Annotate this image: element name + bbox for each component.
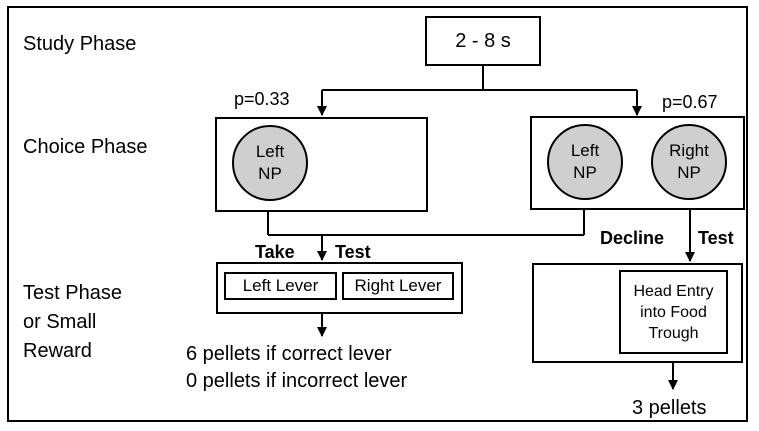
study-phase-label: Study Phase [23, 33, 137, 55]
study-duration-text: 2 - 8 s [455, 29, 511, 52]
left-nose-poke: Left NP [232, 125, 308, 201]
left-test-label: Test [335, 242, 371, 262]
test-phase-label-line1: Test Phase [23, 282, 122, 304]
diagram-frame [7, 6, 748, 422]
right-box-right-nose-poke-label: Right NP [669, 141, 709, 182]
right-box-left-nose-poke: Left NP [547, 124, 623, 200]
decline-label: Decline [600, 228, 665, 248]
test-phase-label-line2: or Small [23, 311, 97, 333]
right-lever-label: Right Lever [354, 276, 442, 295]
head-entry-box: Head Entry into Food Trough [619, 270, 728, 354]
left-lever: Left Lever [224, 272, 337, 300]
take-label: Take [255, 242, 295, 262]
left-nose-poke-label: Left NP [255, 142, 285, 183]
lever-box [216, 262, 463, 314]
test-phase-label-line3: Reward [23, 340, 92, 362]
choice-phase-label: Choice Phase [23, 136, 148, 158]
right-test-label: Test [698, 228, 734, 248]
right-box-right-nose-poke: Right NP [651, 124, 727, 200]
left-lever-label: Left Lever [242, 276, 319, 295]
study-duration-box: 2 - 8 s [425, 16, 541, 66]
right-probability: p=0.67 [662, 92, 718, 112]
head-entry-label: Head Entry into Food Trough [633, 282, 714, 342]
correct-lever-outcome: 6 pellets if correct lever [186, 343, 392, 365]
left-probability: p=0.33 [234, 89, 290, 109]
right-box-left-nose-poke-label: Left NP [570, 141, 600, 182]
incorrect-lever-outcome: 0 pellets if incorrect lever [186, 370, 408, 392]
pellets-outcome: 3 pellets [632, 397, 707, 419]
right-lever: Right Lever [342, 272, 454, 300]
